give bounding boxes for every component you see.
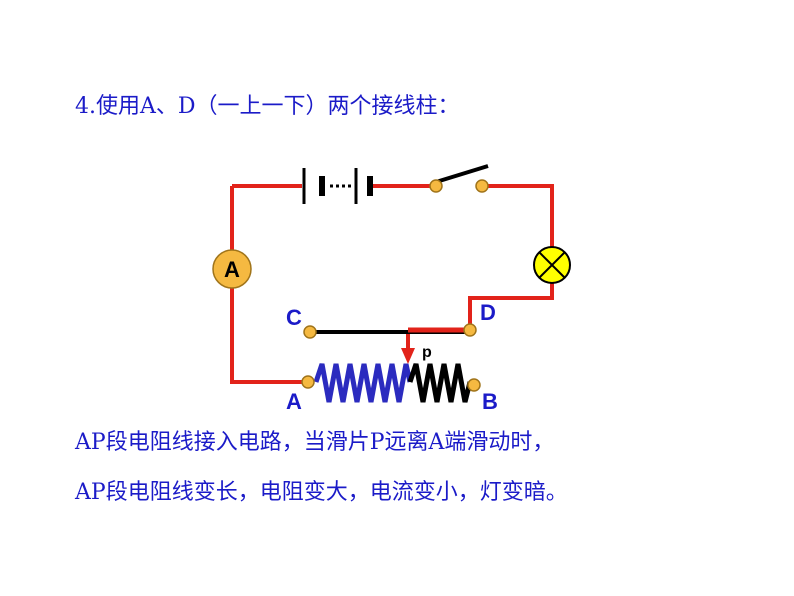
terminal-c xyxy=(303,325,317,339)
battery-icon xyxy=(302,168,373,204)
resistor-idle-segment xyxy=(407,363,473,403)
slide-rail xyxy=(310,327,470,334)
slider-label: p xyxy=(422,344,432,361)
ammeter-icon: A xyxy=(212,249,252,289)
resistor-coil xyxy=(313,363,473,403)
resistor-active-segment xyxy=(313,363,413,403)
terminal-a xyxy=(301,375,315,389)
description-line-2: AP段电阻线变长，电阻变大，电流变小，灯变暗。 xyxy=(75,480,568,505)
terminals xyxy=(301,323,481,392)
terminal-label-d: D xyxy=(480,300,496,325)
wire-left xyxy=(230,286,304,384)
wire-switch-lamp xyxy=(484,184,554,248)
slider-arrow-icon xyxy=(401,348,415,364)
switch-icon xyxy=(429,164,489,193)
ammeter-label: A xyxy=(224,257,240,282)
terminal-label-b: B xyxy=(482,389,498,414)
circuit-wires xyxy=(230,184,554,384)
problem-title: 4.使用A、D（一上一下）两个接线柱： xyxy=(75,94,460,119)
terminal-label-c: C xyxy=(286,305,302,330)
wire-lamp-d xyxy=(468,282,554,330)
terminal-b xyxy=(467,378,481,392)
terminal-label-a: A xyxy=(286,389,302,414)
terminal-d xyxy=(463,323,477,337)
description-line-1: AP段电阻线接入电路，当滑片P远离A端滑动时， xyxy=(75,430,555,455)
lamp-icon xyxy=(533,246,571,284)
